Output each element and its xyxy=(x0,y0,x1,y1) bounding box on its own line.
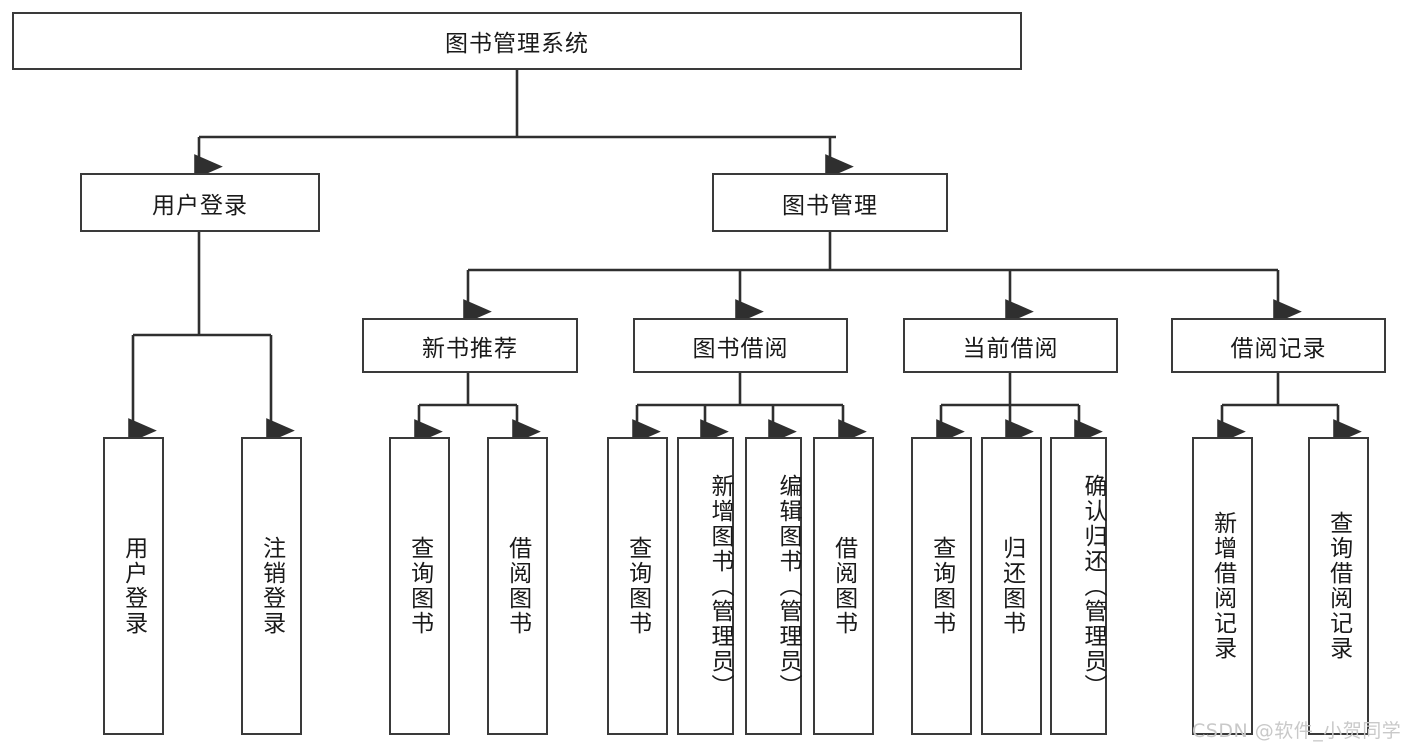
leaf-borrow-add-book[interactable]: 新增图书（管理员） xyxy=(677,437,734,735)
node-book-management-label: 图书管理 xyxy=(782,192,878,219)
node-user-login[interactable]: 用户登录 xyxy=(80,173,320,232)
leaf-current-query-book-label: 查询图书 xyxy=(928,536,955,636)
csdn-watermark: CSDN @软件_小贺同学 xyxy=(1192,720,1402,742)
node-book-borrow-label: 图书借阅 xyxy=(692,335,789,362)
leaf-current-query-book[interactable]: 查询图书 xyxy=(911,437,972,735)
leaf-current-return-book-label: 归还图书 xyxy=(998,536,1025,636)
node-borrow-record[interactable]: 借阅记录 xyxy=(1171,318,1386,373)
node-root-label: 图书管理系统 xyxy=(445,31,589,57)
leaf-borrow-edit-book[interactable]: 编辑图书（管理员） xyxy=(745,437,802,735)
leaf-user-login-signout-label: 注销登录 xyxy=(258,536,285,636)
leaf-new-book-query[interactable]: 查询图书 xyxy=(389,437,450,735)
leaf-record-add[interactable]: 新增借阅记录 xyxy=(1192,437,1253,735)
node-new-book-recommend[interactable]: 新书推荐 xyxy=(362,318,578,373)
leaf-new-book-borrow-label: 借阅图书 xyxy=(504,536,531,636)
node-root[interactable]: 图书管理系统 xyxy=(12,12,1022,70)
leaf-current-confirm-return[interactable]: 确认归还（管理员） xyxy=(1050,437,1107,735)
node-book-management[interactable]: 图书管理 xyxy=(712,173,948,232)
leaf-user-login-signin-label: 用户登录 xyxy=(120,536,147,636)
leaf-borrow-add-book-label: 新增图书（管理员） xyxy=(707,473,733,699)
node-user-login-label: 用户登录 xyxy=(152,192,248,219)
node-new-book-recommend-label: 新书推荐 xyxy=(422,335,518,362)
node-current-borrow[interactable]: 当前借阅 xyxy=(903,318,1118,373)
leaf-new-book-borrow[interactable]: 借阅图书 xyxy=(487,437,548,735)
leaf-borrow-edit-book-label: 编辑图书（管理员） xyxy=(775,473,801,699)
leaf-record-query-label: 查询借阅记录 xyxy=(1325,511,1352,661)
leaf-current-confirm-return-label: 确认归还（管理员） xyxy=(1080,473,1106,699)
node-current-borrow-label: 当前借阅 xyxy=(962,335,1059,362)
leaf-user-login-signout[interactable]: 注销登录 xyxy=(241,437,302,735)
leaf-new-book-query-label: 查询图书 xyxy=(406,536,433,636)
leaf-record-query[interactable]: 查询借阅记录 xyxy=(1308,437,1369,735)
leaf-record-add-label: 新增借阅记录 xyxy=(1209,511,1236,661)
leaf-borrow-query-book-label: 查询图书 xyxy=(624,536,651,636)
leaf-user-login-signin[interactable]: 用户登录 xyxy=(103,437,164,735)
leaf-borrow-query-book[interactable]: 查询图书 xyxy=(607,437,668,735)
leaf-borrow-borrow-book[interactable]: 借阅图书 xyxy=(813,437,874,735)
node-borrow-record-label: 借阅记录 xyxy=(1230,335,1327,362)
leaf-current-return-book[interactable]: 归还图书 xyxy=(981,437,1042,735)
node-book-borrow[interactable]: 图书借阅 xyxy=(633,318,848,373)
leaf-borrow-borrow-book-label: 借阅图书 xyxy=(830,536,857,636)
